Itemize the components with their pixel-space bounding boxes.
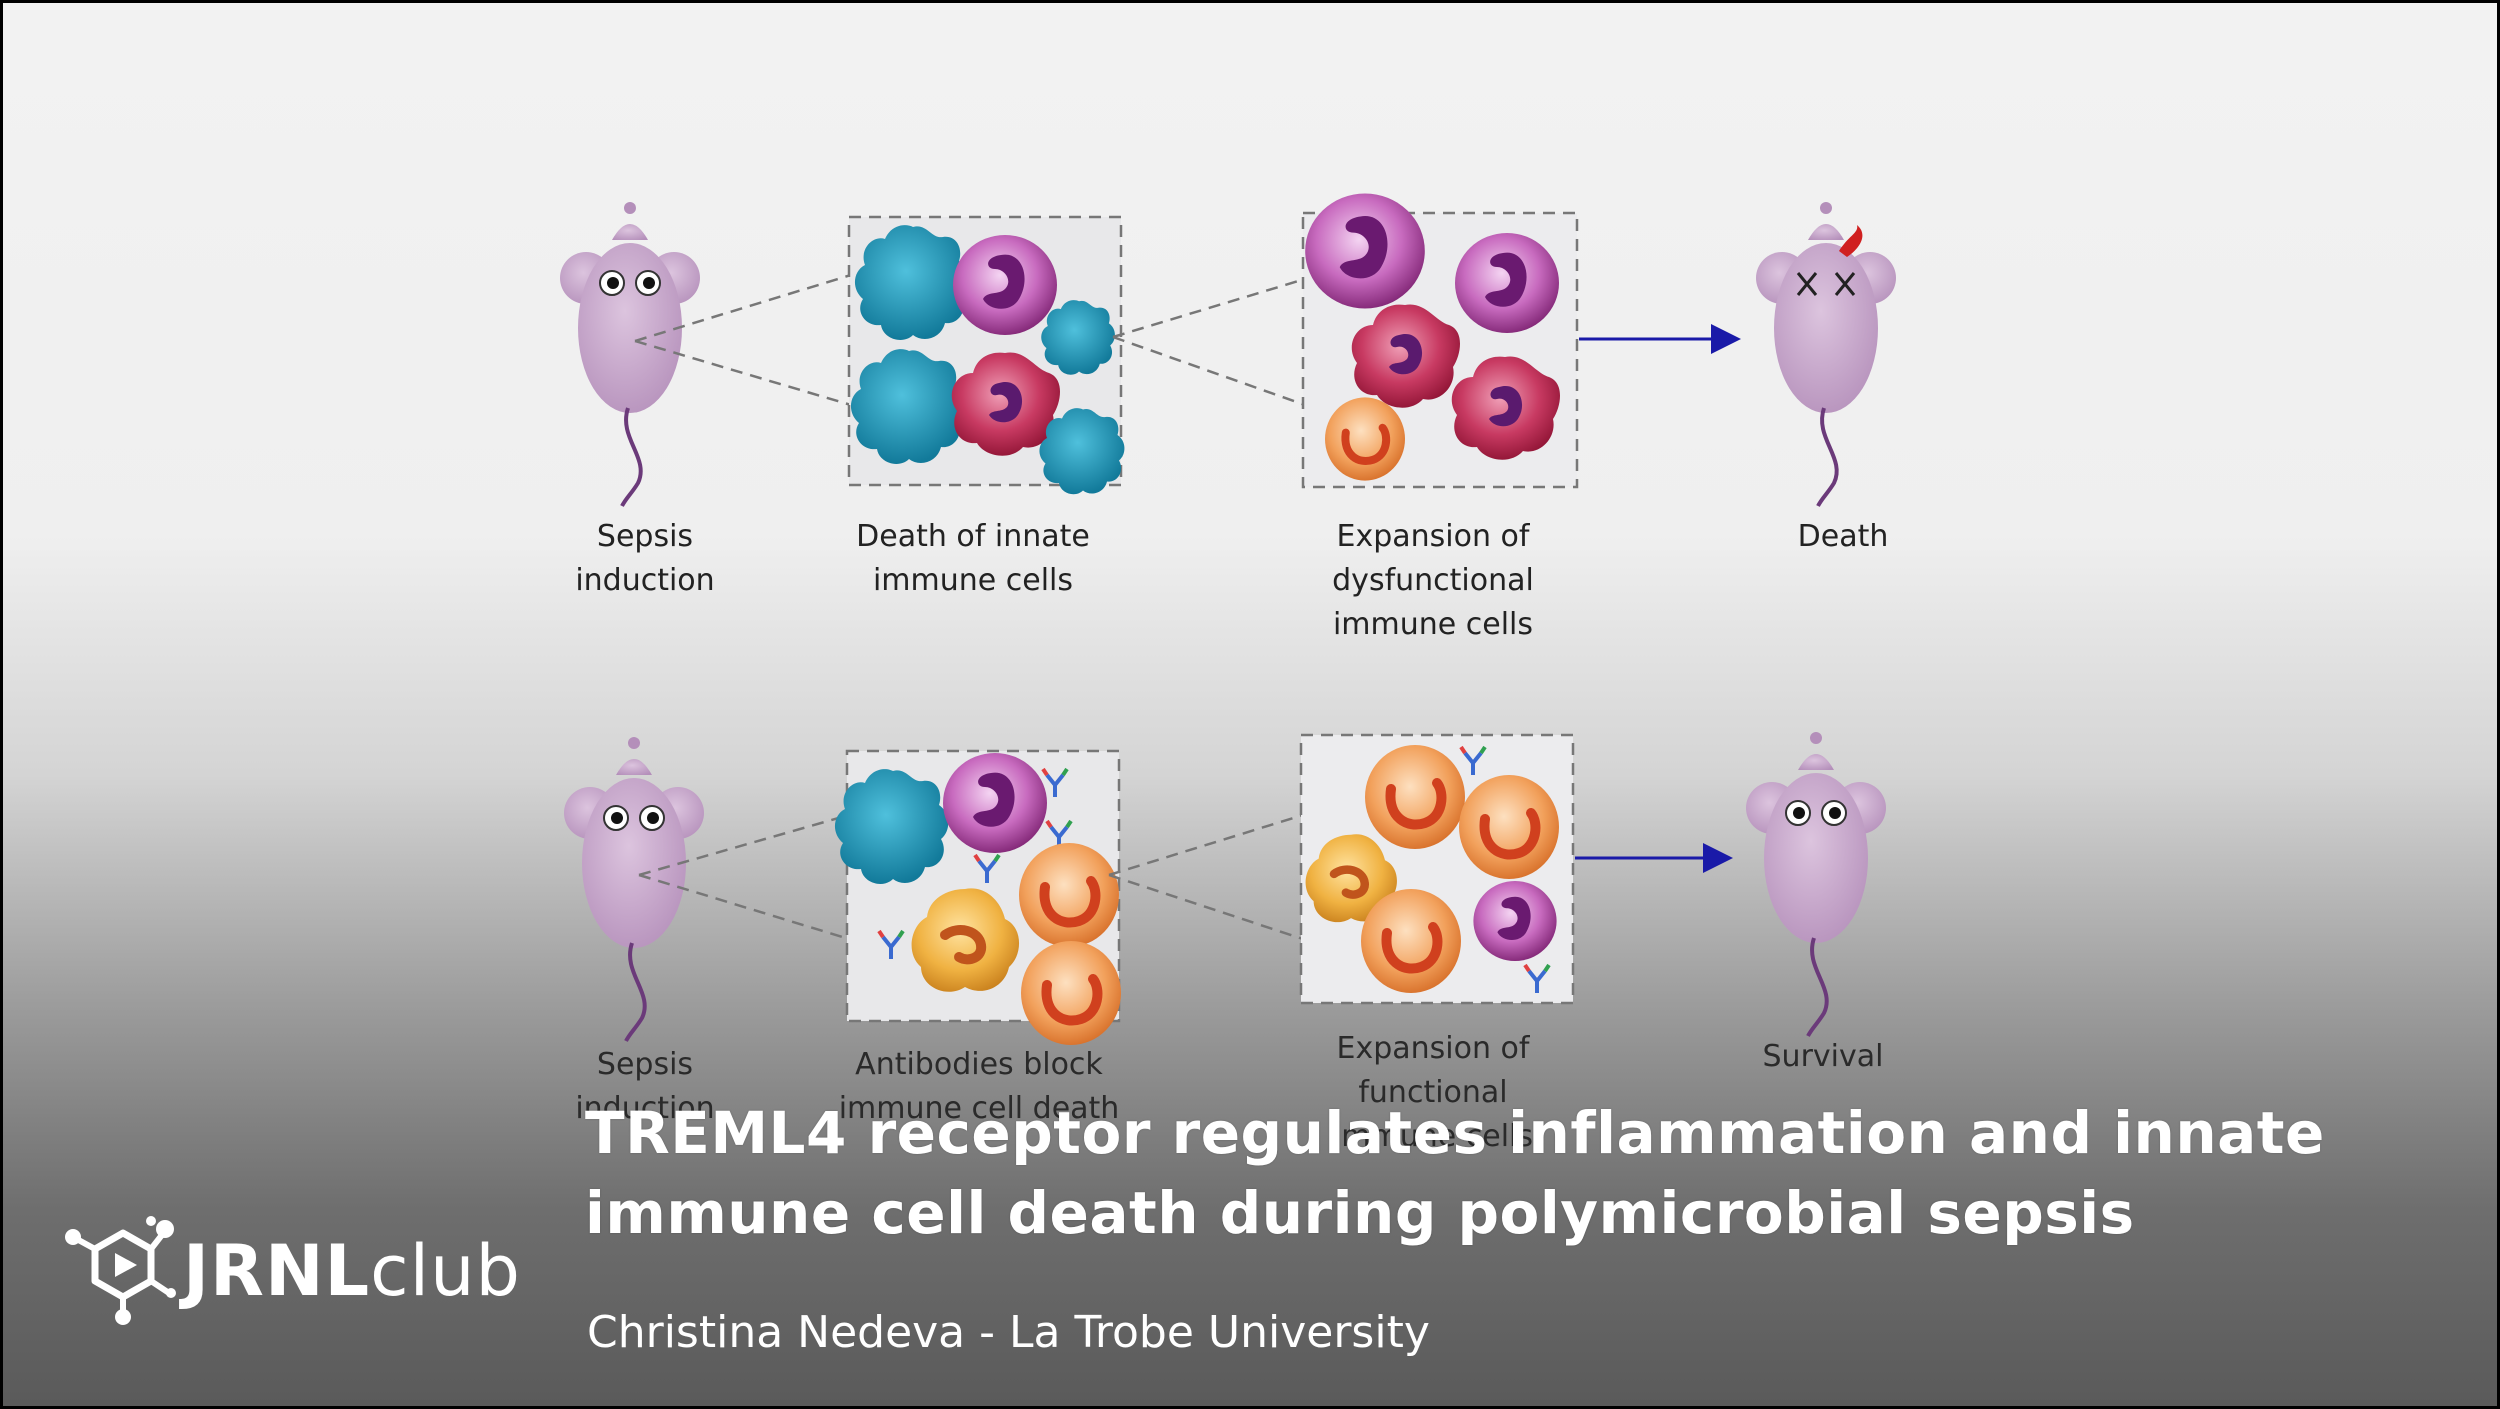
caption-bottom-sepsis-induction: Sepsis induction	[475, 1043, 815, 1131]
video-title-line: TREML4 receptor regulates inflammation a…	[585, 1099, 2325, 1167]
caption-line: immune cells	[872, 563, 1074, 598]
caption-line: functional	[1358, 1075, 1508, 1110]
jrnlclub-logo-icon	[65, 1216, 176, 1325]
caption-top-expansion-dysfunctional: Expansion of dysfunctional immune cells	[1263, 515, 1603, 647]
caption-bottom-antibodies-block: Antibodies block immune cell death	[809, 1043, 1149, 1131]
caption-line: Sepsis	[596, 519, 694, 554]
caption-line: Expansion of	[1336, 519, 1530, 554]
caption-line: Death	[1797, 519, 1889, 554]
logo-light: club	[370, 1230, 521, 1312]
caption-bottom-survival: Survival	[1653, 1035, 1993, 1079]
bottom-box-antibodies	[834, 749, 1121, 1045]
video-author: Christina Nedeva - La Trobe University	[587, 1307, 1430, 1358]
bottom-mouse-survival	[1744, 730, 1888, 1038]
logo-bold: JRNL	[183, 1230, 371, 1312]
caption-top-death: Death	[1673, 515, 2013, 559]
caption-line: immune cell death	[838, 1091, 1120, 1126]
caption-line: Death of innate	[856, 519, 1090, 554]
video-title-line: immune cell death during polymicrobial s…	[585, 1179, 2135, 1247]
top-box-dysfunctional	[1301, 193, 1579, 489]
caption-line: immune cells	[1332, 607, 1534, 642]
video-title: TREML4 receptor regulates inflammation a…	[585, 1093, 2465, 1253]
caption-line: induction	[575, 563, 715, 598]
caption-line: Antibodies block	[855, 1047, 1103, 1082]
caption-bottom-expansion-functional: Expansion of functional immune cells	[1263, 1027, 1603, 1159]
video-frame: Sepsis induction Death of innate immune …	[3, 3, 2497, 1406]
caption-line: Sepsis	[596, 1047, 694, 1082]
caption-top-death-innate: Death of innate immune cells	[803, 515, 1143, 603]
caption-top-sepsis-induction: Sepsis induction	[475, 515, 815, 603]
caption-line: dysfunctional	[1332, 563, 1534, 598]
top-mouse-dead	[1754, 200, 1898, 508]
jrnlclub-logo-text: JRNLclub	[183, 1231, 521, 1311]
caption-line: immune cells	[1332, 1119, 1534, 1154]
caption-line: Expansion of	[1336, 1031, 1530, 1066]
bottom-box-functional	[1299, 733, 1575, 1005]
top-box-cell-death	[847, 215, 1125, 495]
sepsis-diagram	[558, 193, 1898, 1406]
caption-line: Survival	[1762, 1039, 1884, 1074]
caption-line: induction	[575, 1091, 715, 1126]
